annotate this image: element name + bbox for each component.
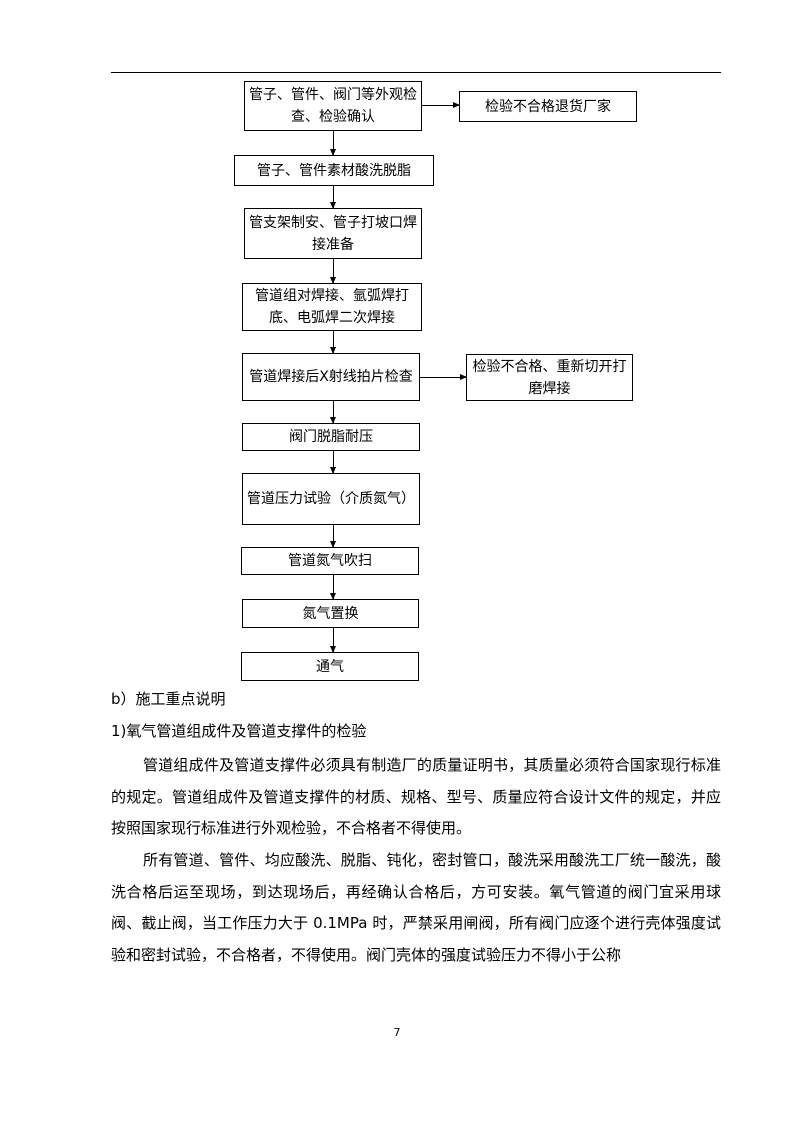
arrow-down — [330, 451, 336, 474]
arrow-down — [330, 259, 336, 284]
page-number: 7 — [393, 1026, 401, 1039]
flow-step-welding: 管道组对焊接、氩弧焊打底、电弧焊二次焊接 — [242, 283, 422, 331]
flow-step-inspection: 管子、管件、阀门等外观检查、检验确认 — [244, 81, 422, 131]
flow-step-purge: 管道氮气吹扫 — [241, 547, 419, 575]
flow-step-xray: 管道焊接后X射线拍片检查 — [242, 353, 420, 401]
arrow-down — [330, 525, 336, 548]
paragraph-components: 管道组成件及管道支撑件必须具有制造厂的质量证明书，其质量必须符合国家现行标准的规… — [111, 756, 721, 837]
arrow-down — [330, 628, 336, 653]
arrow-down — [330, 331, 336, 354]
arrow-to-reject-reweld — [420, 374, 467, 380]
arrow-down — [330, 575, 336, 600]
flow-step-gas-on: 通气 — [241, 652, 419, 681]
arrow-down — [330, 401, 336, 424]
paragraph-pickling: 所有管道、管件、均应酸洗、脱脂、钝化，密封管口，酸洗采用酸洗工厂统一酸洗，酸洗合… — [111, 851, 721, 964]
arrow-to-reject-return — [422, 102, 460, 108]
side-box-reject-return: 检验不合格退货厂家 — [459, 91, 637, 122]
header-rule — [111, 72, 721, 73]
flow-step-pickling: 管子、管件素材酸洗脱脂 — [234, 155, 434, 186]
section-heading-b: b）施工重点说明 — [111, 690, 226, 708]
flow-step-replacement: 氮气置换 — [242, 599, 419, 628]
flow-step-pressure-test: 管道压力试验（介质氮气） — [242, 473, 420, 525]
flow-step-valve-test: 阀门脱脂耐压 — [242, 423, 420, 451]
section-heading-1: 1)氧气管道组成件及管道支撑件的检验 — [111, 722, 367, 740]
arrow-down — [330, 131, 336, 156]
flow-step-bevel-prep: 管支架制安、管子打坡口焊接准备 — [244, 208, 422, 259]
side-box-reject-reweld: 检验不合格、重新切开打磨焊接 — [466, 354, 633, 401]
arrow-down — [330, 186, 336, 209]
